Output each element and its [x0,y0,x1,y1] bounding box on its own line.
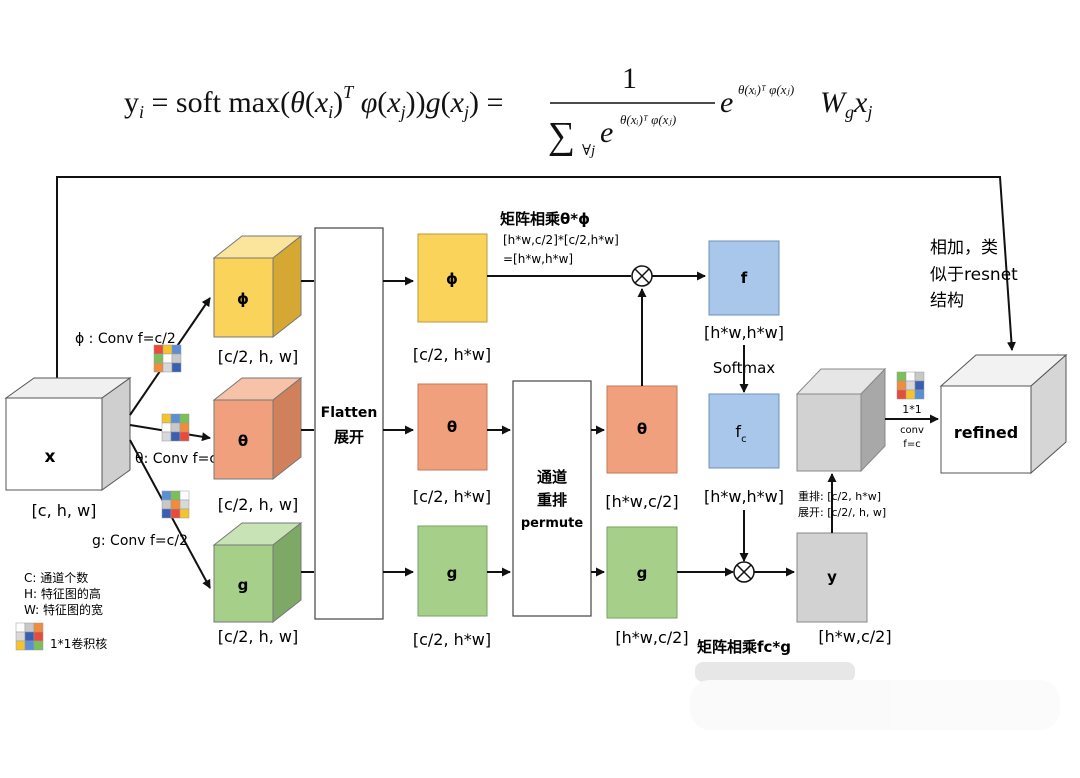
theta-cube-dims: [c/2, h, w] [218,495,298,514]
svg-text:θ(xᵢ)ᵀ φ(xⱼ): θ(xᵢ)ᵀ φ(xⱼ) [620,112,676,127]
svg-text:1*1卷积核: 1*1卷积核 [50,636,107,651]
residual-note-1: 相加，类 [930,238,998,258]
svg-text:e: e [720,86,733,119]
theta-permuted-dims: [h*w,c/2] [605,492,678,511]
input-x-dims: [c, h, w] [32,501,97,520]
svg-text:H: 特征图的高: H: 特征图的高 [24,586,101,601]
formula-lhs: y [124,86,139,119]
phi-flat-block: ϕ [417,233,488,323]
theta-flat-dims: [c/2, h*w] [413,487,491,506]
multiply-top-icon [631,265,653,287]
svg-text:C: 通道个数: C: 通道个数 [24,570,88,585]
theta-conv-label: θ: Conv f=c/2 [135,451,231,467]
svg-text:ϕ: ϕ [237,290,249,308]
input-x-cube: x [4,377,132,491]
matmul-bottom-label: 矩阵相乘fc*g [697,638,791,656]
input-x-label: x [45,447,56,467]
multiply-bottom-icon [733,561,755,583]
svg-text:重排: 重排 [537,491,567,509]
matmul-top-formula-2: =[h*w,h*w] [503,252,573,266]
permute-box: 通道 重排 permute [512,380,592,617]
kernel-grid-icon [161,490,190,519]
residual-note-2: 似于resnet [930,265,1018,285]
g-cube: g [212,521,303,624]
kernel-grid-icon [15,622,44,651]
fc-block: fc [708,393,780,469]
phi-cube-dims: [c/2, h, w] [218,347,298,366]
svg-text:1*1: 1*1 [902,403,922,416]
svg-text:θ: θ [447,418,457,436]
fc-dims: [h*w,h*w] [704,487,784,506]
svg-text:y: y [827,568,837,586]
g-flat-dims: [c/2, h*w] [413,630,491,649]
y-reshaped-cube [795,367,887,473]
watermark [690,662,1060,730]
g-flat-block: g [417,525,488,617]
svg-text:∀j: ∀j [582,143,595,159]
svg-text:Wgxj: Wgxj [820,86,872,122]
matmul-top-formula-1: [h*w,c/2]*[c/2,h*w] [503,233,619,247]
refined-cube: refined [939,353,1068,475]
svg-text:g: g [637,564,648,582]
f-dims: [h*w,h*w] [704,323,784,342]
formula-numerator: 1 [622,62,637,95]
g-permuted-dims: [h*w,c/2] [615,628,688,647]
residual-note-3: 结构 [930,291,964,311]
svg-text:permute: permute [521,516,584,531]
svg-text:g: g [447,564,458,582]
phi-cube: ϕ [212,234,303,339]
residual-skip-line [56,176,1016,385]
theta-permuted-block: θ [606,385,678,474]
g-conv-label: g: Conv f=c/2 [92,533,188,549]
svg-text:refined: refined [954,423,1018,442]
svg-text:yi = soft max(θ(xi)T φ(xj))g(x: yi = soft max(θ(xi)T φ(xj))g(xj) = [124,82,503,122]
kernel-grid-icon [153,344,182,373]
formula: yi = soft max(θ(xi)T φ(xj))g(xj) = 1 ∑ ∀… [124,62,872,159]
phi-conv-label: ϕ : Conv f=c/2 [75,331,176,347]
svg-text:ϕ: ϕ [446,270,458,288]
svg-text:通道: 通道 [537,468,567,486]
svg-text:θ: θ [637,420,647,438]
svg-text:f: f [741,269,748,287]
flatten-box: Flatten 展开 [314,227,384,620]
f-block: f [708,240,780,316]
svg-text:θ(xᵢ)ᵀ φ(xⱼ): θ(xᵢ)ᵀ φ(xⱼ) [738,82,794,97]
svg-text:Flatten: Flatten [321,405,378,421]
svg-text:f=c: f=c [903,439,920,450]
kernel-grid-icon [896,371,925,400]
reshape-label-1: 重排: [c/2, h*w] [798,489,881,503]
g-cube-dims: [c/2, h, w] [218,627,298,646]
svg-text:fc: fc [735,422,746,445]
y-block: y [796,532,868,623]
svg-text:e: e [600,116,613,149]
theta-cube: θ [212,376,303,481]
matmul-top-title: 矩阵相乘θ*ϕ [500,210,590,228]
formula-sum: ∑ [548,115,575,157]
svg-text:conv: conv [900,425,924,436]
reshape-label-2: 展开: [c/2/, h, w] [798,506,886,519]
svg-text:θ: θ [238,432,248,450]
svg-text:W: 特征图的宽: W: 特征图的宽 [24,602,103,617]
y-dims: [h*w,c/2] [818,627,891,646]
svg-text:g: g [238,576,249,594]
phi-flat-dims: [c/2, h*w] [413,345,491,364]
kernel-grid-icon [161,413,190,442]
legend: C: 通道个数 H: 特征图的高 W: 特征图的宽 1*1卷积核 [24,570,107,651]
g-permuted-block: g [606,526,678,619]
theta-flat-block: θ [417,383,488,471]
svg-text:展开: 展开 [334,428,364,446]
